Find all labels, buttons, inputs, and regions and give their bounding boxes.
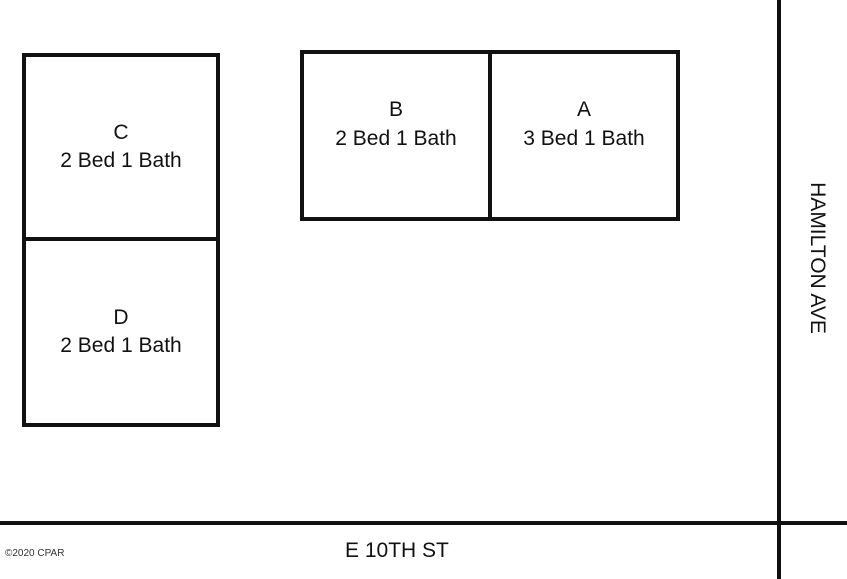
unit-c-description: 2 Bed 1 Bath (60, 149, 182, 172)
unit-c: C 2 Bed 1 Bath (22, 53, 220, 241)
e-10th-st-line (0, 521, 847, 525)
unit-c-letter: C (113, 120, 129, 144)
copyright-watermark: ©2020 CPAR (5, 548, 65, 559)
unit-b: B 2 Bed 1 Bath (300, 50, 492, 221)
unit-a: A 3 Bed 1 Bath (488, 50, 680, 221)
unit-a-letter: A (576, 98, 591, 122)
unit-d-letter: D (113, 305, 129, 329)
street-label-e-10th-st: E 10TH ST (345, 539, 449, 562)
hamilton-ave-line (777, 0, 781, 579)
unit-d-description: 2 Bed 1 Bath (60, 334, 182, 357)
street-label-hamilton-ave: HAMILTON AVE (806, 182, 829, 334)
unit-a-description: 3 Bed 1 Bath (523, 126, 645, 150)
unit-b-description: 2 Bed 1 Bath (335, 126, 457, 150)
unit-d: D 2 Bed 1 Bath (22, 237, 220, 427)
unit-b-letter: B (388, 98, 403, 122)
